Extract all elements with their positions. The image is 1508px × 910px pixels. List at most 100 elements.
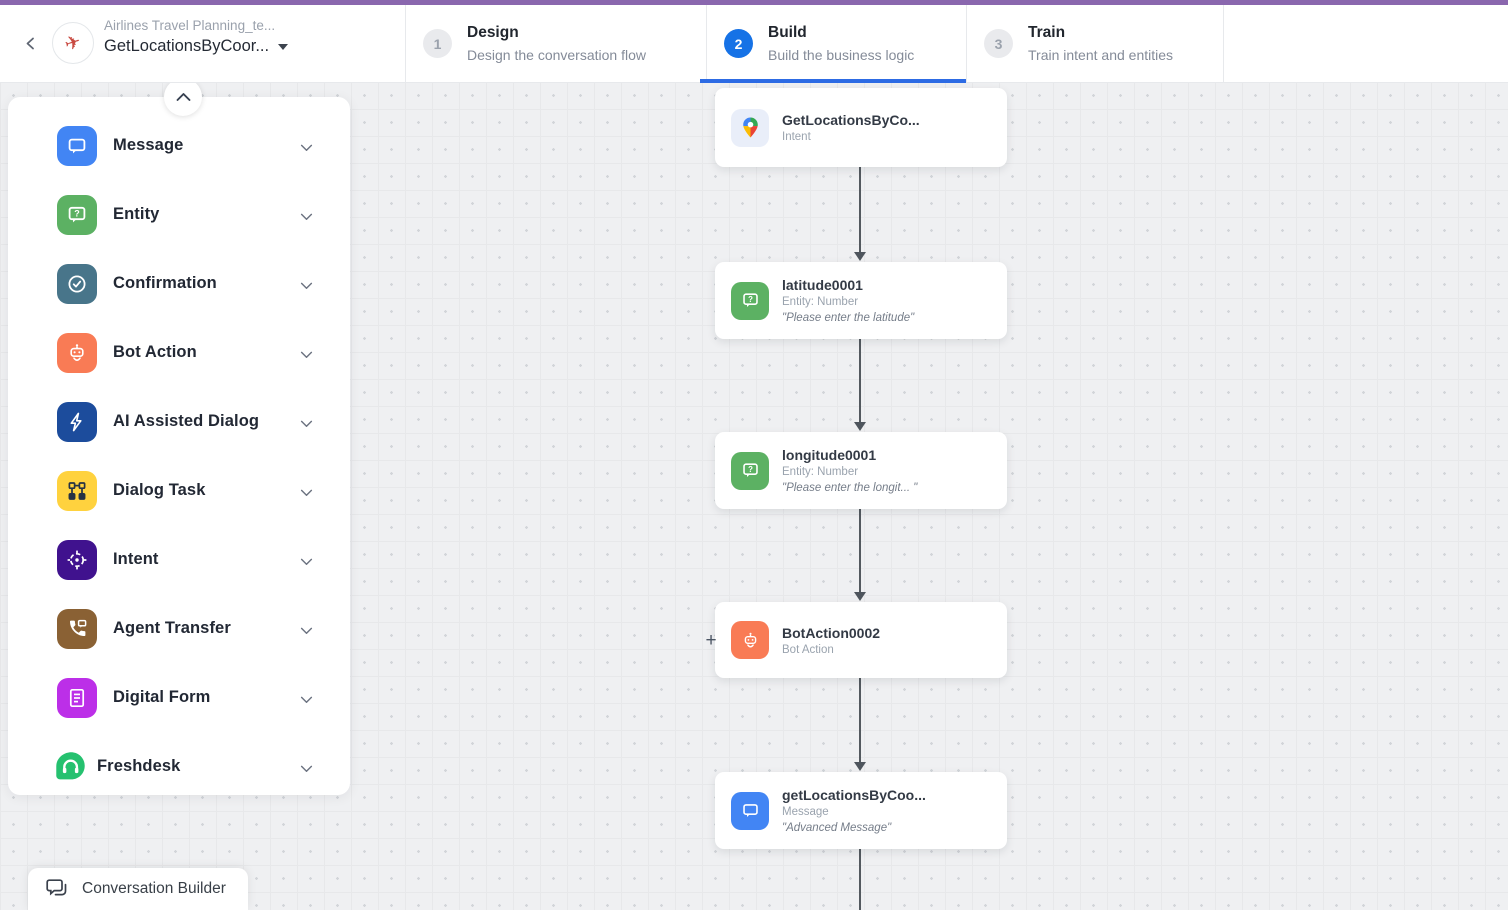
google-maps-icon <box>731 108 769 147</box>
chevron-down-icon[interactable] <box>300 691 313 709</box>
chevron-down-icon[interactable] <box>300 415 313 433</box>
bot-name: Airlines Travel Planning_te... <box>104 18 276 33</box>
step-number-badge: 2 <box>724 29 753 58</box>
step-number-badge: 3 <box>984 29 1013 58</box>
step-design[interactable]: 1 Design Design the conversation flow <box>405 5 706 82</box>
freshdesk-icon <box>55 751 86 782</box>
task-selector[interactable]: GetLocationsByCoor... <box>104 37 289 56</box>
step-subtitle: Design the conversation flow <box>467 47 646 63</box>
palette-item-freshdesk[interactable]: Freshdesk <box>8 732 350 801</box>
back-button[interactable] <box>18 31 42 55</box>
add-node-port[interactable]: + <box>705 629 717 651</box>
header-divider <box>706 5 707 82</box>
chevron-down-icon[interactable] <box>300 553 313 571</box>
step-train[interactable]: 3 Train Train intent and entities <box>966 5 1223 82</box>
flow-connector <box>854 167 866 261</box>
palette-item-ai-assisted-dialog[interactable]: AI Assisted Dialog <box>8 387 350 456</box>
flow-connector <box>854 339 866 431</box>
node-type-label: Entity: Number <box>782 296 859 308</box>
chevron-down-icon[interactable] <box>300 484 313 502</box>
node-title: longitude0001 <box>782 447 877 463</box>
chat-bubbles-icon <box>46 878 67 895</box>
svg-text:?: ? <box>748 295 753 304</box>
flow-connector <box>859 849 861 910</box>
palette-item-label: Agent Transfer <box>113 619 231 637</box>
step-title: Build <box>768 24 807 41</box>
app-header: ✈ Airlines Travel Planning_te... GetLoca… <box>0 5 1508 83</box>
palette-item-bot-action[interactable]: Bot Action <box>8 318 350 387</box>
flow-connector <box>854 678 866 771</box>
node-type-label: Entity: Number <box>782 466 859 478</box>
bot-action-icon <box>731 621 769 659</box>
header-divider <box>1223 5 1224 82</box>
step-title: Design <box>467 24 519 41</box>
palette-item-digital-form[interactable]: Digital Form <box>8 663 350 732</box>
svg-text:?: ? <box>74 208 80 218</box>
palette-item-label: AI Assisted Dialog <box>113 412 260 430</box>
top-accent-bar <box>0 0 1508 5</box>
palette-item-agent-transfer[interactable]: Agent Transfer <box>8 594 350 663</box>
bot-action-icon <box>57 332 97 373</box>
node-title: getLocationsByCoo... <box>782 787 926 803</box>
flow-node-getlocationsbycoo[interactable]: getLocationsByCoo... Message "Advanced Mes… <box>715 772 1007 849</box>
chevron-up-icon <box>176 93 190 101</box>
flow-node-getlocationsbyco[interactable]: GetLocationsByCo...Intent <box>715 88 1007 167</box>
palette-item-intent[interactable]: Intent <box>8 525 350 594</box>
node-type-label: Message <box>782 806 829 818</box>
palette-item-label: Bot Action <box>113 343 197 361</box>
node-prompt-preview: "Please enter the longit... " <box>782 482 918 494</box>
caret-down-icon <box>278 43 289 50</box>
palette-item-label: Message <box>113 136 184 154</box>
palette-item-confirmation[interactable]: Confirmation <box>8 249 350 318</box>
palette-item-dialog-task[interactable]: Dialog Task <box>8 456 350 525</box>
step-subtitle: Train intent and entities <box>1028 47 1174 63</box>
digital-form-icon <box>57 677 97 718</box>
node-title: GetLocationsByCo... <box>782 112 920 128</box>
header-divider <box>405 5 406 82</box>
collapse-palette-button[interactable] <box>164 78 202 116</box>
chevron-down-icon[interactable] <box>300 208 313 226</box>
node-title: latitude0001 <box>782 277 863 293</box>
chevron-down-icon[interactable] <box>300 346 313 364</box>
step-build[interactable]: 2 Build Build the business logic <box>706 5 966 82</box>
palette-item-label: Intent <box>113 550 159 568</box>
svg-text:?: ? <box>748 465 753 474</box>
chevron-left-icon <box>26 37 34 49</box>
chevron-down-icon[interactable] <box>300 622 313 640</box>
chevron-down-icon[interactable] <box>300 139 313 157</box>
node-title: BotAction0002 <box>782 624 881 641</box>
palette-item-label: Freshdesk <box>97 757 181 775</box>
palette-item-label: Digital Form <box>113 688 211 706</box>
entity-icon: ? <box>57 194 97 235</box>
conversation-builder-label: Conversation Builder <box>82 880 226 897</box>
ai-assisted-dialog-icon <box>57 401 97 442</box>
palette-item-entity[interactable]: ?Entity <box>8 180 350 249</box>
node-prompt-preview: "Advanced Message" <box>782 822 892 834</box>
dialog-task-icon <box>57 470 97 511</box>
agent-transfer-icon <box>57 608 97 649</box>
chevron-down-icon[interactable] <box>300 760 313 778</box>
entity-icon: ? <box>731 281 769 320</box>
conversation-builder-badge[interactable]: Conversation Builder <box>28 868 248 910</box>
step-subtitle: Build the business logic <box>768 47 915 63</box>
active-step-indicator <box>700 79 966 83</box>
confirmation-icon <box>57 263 97 304</box>
entity-icon: ? <box>731 451 769 490</box>
chevron-down-icon[interactable] <box>300 277 313 295</box>
step-number-badge: 1 <box>423 29 452 58</box>
breadcrumb: Airlines Travel Planning_te... GetLocati… <box>104 18 289 56</box>
bot-avatar: ✈ <box>52 22 94 64</box>
intent-icon <box>57 539 97 580</box>
node-type-label: Bot Action <box>782 643 834 656</box>
flow-connector <box>854 509 866 601</box>
message-icon <box>731 791 769 830</box>
header-divider <box>966 5 967 82</box>
palette-item-label: Dialog Task <box>113 481 206 499</box>
palette-item-message[interactable]: Message <box>8 111 350 180</box>
